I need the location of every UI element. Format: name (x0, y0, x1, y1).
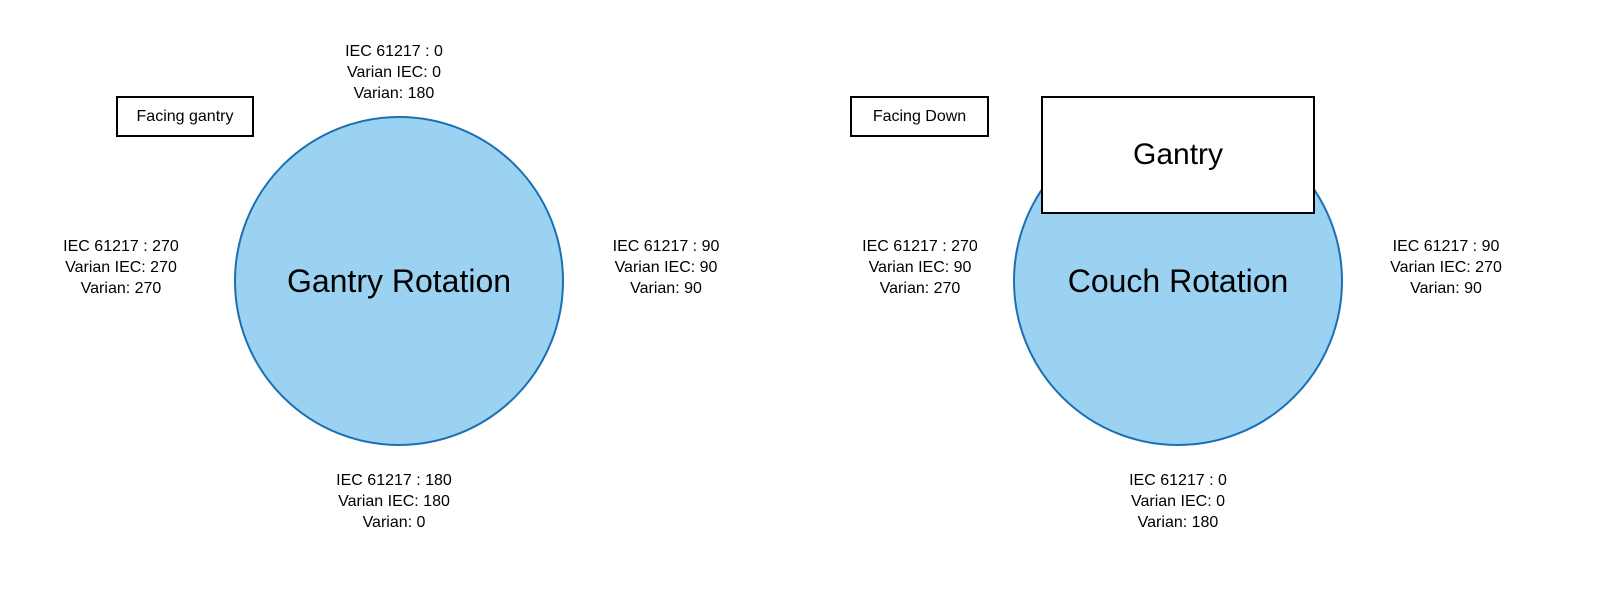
gantry-rotation-circle: Gantry Rotation (234, 116, 564, 446)
label-line: IEC 61217 : 90 (612, 238, 720, 255)
label-line: Varian: 90 (1410, 280, 1482, 297)
label-line: IEC 61217 : 270 (63, 238, 179, 255)
label-line: IEC 61217 : 90 (1392, 238, 1500, 255)
label-line: Varian IEC: 90 (614, 259, 718, 276)
label-line: Varian IEC: 270 (1390, 259, 1502, 276)
gantry-bottom-label: IEC 61217 : 180 Varian IEC: 180 Varian: … (284, 470, 504, 533)
label-line: IEC 61217 : 180 (336, 472, 452, 489)
gantry-box: Gantry (1041, 96, 1315, 214)
facing-gantry-box: Facing gantry (116, 96, 254, 137)
gantry-rotation-title: Gantry Rotation (286, 262, 512, 299)
label-line: IEC 61217 : 0 (345, 43, 443, 60)
label-line: Varian: 90 (630, 280, 702, 297)
couch-left-label: IEC 61217 : 270 Varian IEC: 90 Varian: 2… (810, 236, 1030, 299)
label-line: IEC 61217 : 0 (1129, 472, 1227, 489)
label-line: Varian: 180 (1137, 514, 1219, 531)
gantry-left-label: IEC 61217 : 270 Varian IEC: 270 Varian: … (11, 236, 231, 299)
gantry-right-label: IEC 61217 : 90 Varian IEC: 90 Varian: 90 (556, 236, 776, 299)
gantry-box-label: Gantry (1132, 138, 1224, 171)
couch-right-label: IEC 61217 : 90 Varian IEC: 270 Varian: 9… (1336, 236, 1556, 299)
couch-rotation-title: Couch Rotation (1067, 262, 1289, 299)
label-line: Varian IEC: 90 (868, 259, 972, 276)
couch-bottom-label: IEC 61217 : 0 Varian IEC: 0 Varian: 180 (1068, 470, 1288, 533)
label-line: Varian: 270 (80, 280, 162, 297)
label-line: Varian IEC: 180 (338, 493, 450, 510)
label-line: Varian IEC: 0 (1131, 493, 1225, 510)
label-line: IEC 61217 : 270 (862, 238, 978, 255)
facing-down-label: Facing Down (872, 107, 967, 125)
label-line: Varian: 270 (879, 280, 961, 297)
facing-down-box: Facing Down (850, 96, 989, 137)
gantry-top-label: IEC 61217 : 0 Varian IEC: 0 Varian: 180 (284, 41, 504, 104)
label-line: Varian IEC: 0 (347, 64, 441, 81)
label-line: Varian: 180 (353, 85, 435, 102)
label-line: Varian IEC: 270 (65, 259, 177, 276)
label-line: Varian: 0 (362, 514, 426, 531)
facing-gantry-label: Facing gantry (136, 107, 234, 125)
